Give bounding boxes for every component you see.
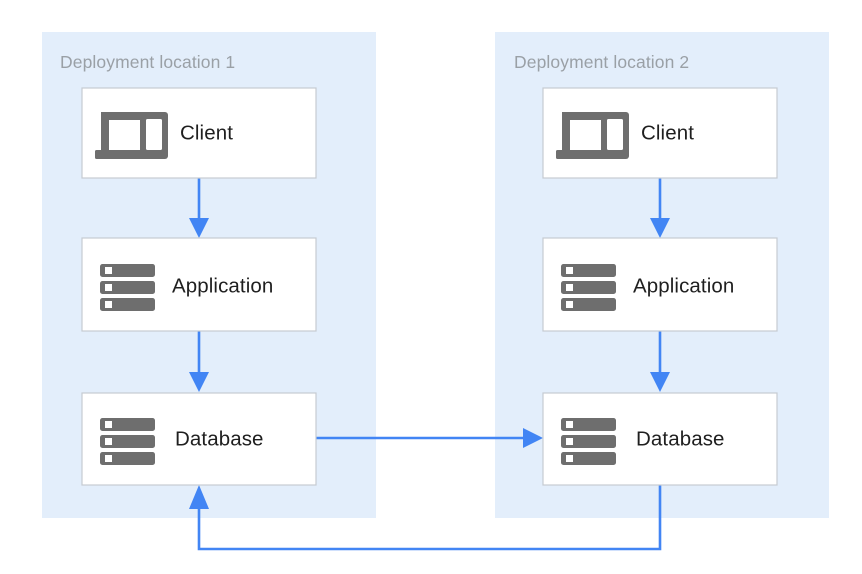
connection-database1-to-database2 bbox=[316, 428, 543, 448]
node-label: Client bbox=[641, 121, 694, 144]
zone-1-label: Deployment location 1 bbox=[60, 52, 235, 72]
node-application-1[interactable]: Application bbox=[81, 237, 317, 332]
node-label: Database bbox=[636, 427, 725, 450]
devices-icon bbox=[556, 112, 629, 159]
server-stack-icon bbox=[100, 264, 155, 311]
connection-application2-to-database2 bbox=[650, 331, 670, 392]
arrowhead-down-icon bbox=[650, 218, 670, 238]
server-stack-icon bbox=[561, 264, 616, 311]
connection-database2-to-database1 bbox=[189, 485, 662, 551]
connection-client1-to-application1 bbox=[189, 178, 209, 238]
zone-2-label: Deployment location 2 bbox=[514, 52, 689, 72]
connection-application1-to-database1 bbox=[189, 331, 209, 392]
node-application-2[interactable]: Application bbox=[542, 237, 778, 332]
node-label: Application bbox=[172, 274, 273, 297]
node-label: Application bbox=[633, 274, 734, 297]
arrowhead-up-icon bbox=[189, 485, 209, 509]
arrowhead-down-icon bbox=[189, 372, 209, 392]
arrowhead-down-icon bbox=[650, 372, 670, 392]
connector-path bbox=[197, 485, 662, 551]
devices-icon bbox=[95, 112, 168, 159]
node-database-1[interactable]: Database bbox=[81, 392, 317, 486]
node-box[interactable] bbox=[81, 87, 317, 179]
node-client-1[interactable]: Client bbox=[81, 87, 317, 179]
node-label: Database bbox=[175, 427, 264, 450]
connection-client2-to-application2 bbox=[650, 178, 670, 238]
node-label: Client bbox=[180, 121, 233, 144]
server-stack-icon bbox=[100, 418, 155, 465]
server-stack-icon bbox=[561, 418, 616, 465]
arrowhead-down-icon bbox=[189, 218, 209, 238]
node-client-2[interactable]: Client bbox=[542, 87, 778, 179]
node-box[interactable] bbox=[542, 87, 778, 179]
node-database-2[interactable]: Database bbox=[542, 392, 778, 486]
arrowhead-right-icon bbox=[523, 428, 543, 448]
